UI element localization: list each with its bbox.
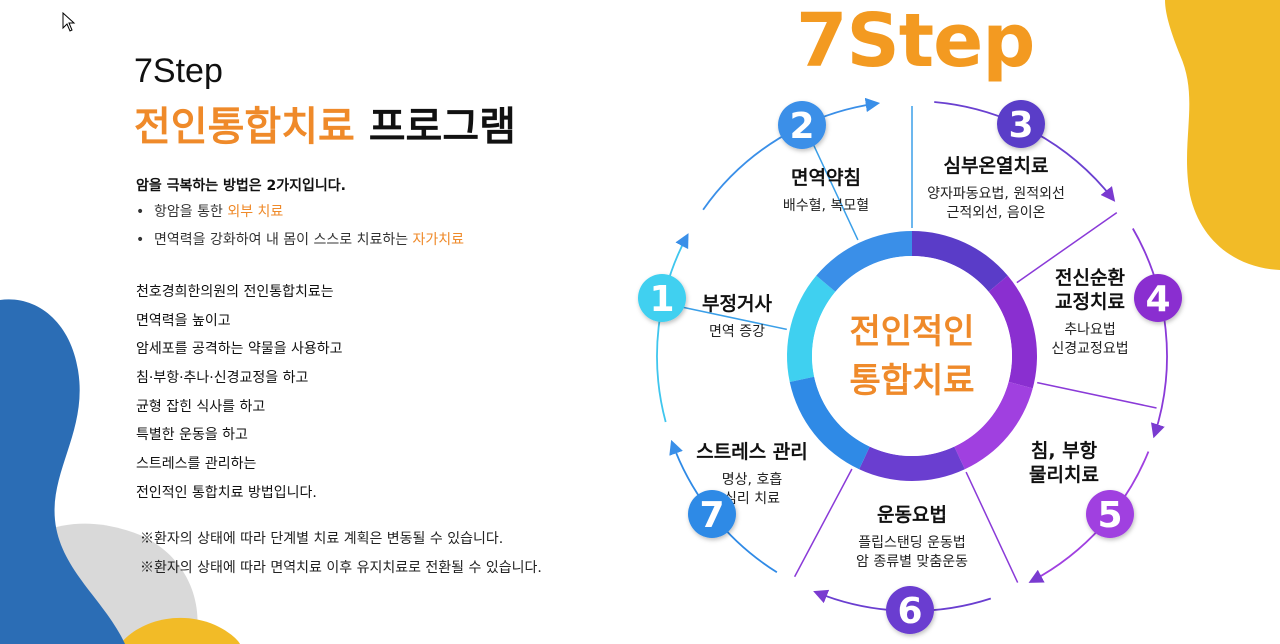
yellow-blob-top-right bbox=[1165, 0, 1280, 270]
step-number-badge bbox=[886, 586, 934, 634]
center-ring bbox=[787, 231, 1037, 481]
center-circle bbox=[812, 256, 1012, 456]
step-title: 전신순환 bbox=[1055, 267, 1125, 289]
step-number-badge bbox=[1086, 490, 1134, 538]
ring-segment bbox=[954, 381, 1033, 470]
step-subtitle: 면역 증강 bbox=[709, 324, 765, 340]
center-text-line2: 통합치료 bbox=[849, 361, 974, 401]
step-title: 스트레스 관리 bbox=[696, 441, 808, 463]
wedge-divider bbox=[1037, 381, 1157, 409]
wedge-divider bbox=[667, 303, 787, 331]
step-title: 운동요법 bbox=[877, 504, 947, 526]
notes: ※환자의 상태에 따라 단계별 치료 계획은 변동될 수 있습니다. ※환자의 … bbox=[140, 530, 542, 588]
diagram-big-title: 7Step bbox=[796, 0, 1035, 84]
intro-lead: 암을 극복하는 방법은 2가지입니다. bbox=[136, 178, 347, 194]
step-number: 6 bbox=[897, 591, 922, 632]
step-subtitle: 신경교정요법 bbox=[1051, 341, 1128, 357]
bullet-item: •항암을 통한 외부 치료 bbox=[136, 204, 284, 220]
description-line: 침·부항·추나·신경교정을 하고 bbox=[136, 370, 309, 387]
bullet-item: •면역력을 강화하여 내 몸이 스스로 치료하는 자가치료 bbox=[136, 232, 465, 248]
description-line: 면역력을 높이고 bbox=[136, 312, 231, 329]
step-number-badge bbox=[688, 490, 736, 538]
blue-blob-left bbox=[0, 299, 125, 644]
step-title: 면역약침 bbox=[791, 167, 861, 189]
step-title: 침, 부항 bbox=[1031, 440, 1098, 462]
step-badges: 1 2 3 4 5 6 7 bbox=[638, 100, 1182, 634]
ring-segment bbox=[988, 275, 1037, 389]
step-title: 부정거사 bbox=[702, 293, 772, 315]
step-number-badge bbox=[1134, 274, 1182, 322]
step-number-badge bbox=[778, 101, 826, 149]
step-number: 5 bbox=[1097, 495, 1122, 536]
outer-connector-lines bbox=[656, 97, 1168, 612]
step-number: 7 bbox=[699, 495, 724, 536]
yellow-blob-bottom-left bbox=[120, 617, 240, 644]
wedge-divider bbox=[805, 129, 859, 241]
step-number: 4 bbox=[1145, 279, 1170, 320]
ring-segment bbox=[859, 446, 965, 481]
step-number: 2 bbox=[789, 106, 814, 147]
step-number: 3 bbox=[1008, 105, 1033, 146]
step-number-badge bbox=[997, 100, 1045, 148]
step-subtitle: 양자파동요법, 원적외선 bbox=[927, 186, 1065, 202]
intro-bullets: •항암을 통한 외부 치료 •면역력을 강화하여 내 몸이 스스로 치료하는 자… bbox=[136, 202, 464, 258]
note-line: ※환자의 상태에 따라 면역치료 이후 유지치료로 전환될 수 있습니다. bbox=[140, 560, 542, 576]
description: 천호경희한의원의 전인통합치료는 면역력을 높이고 암세포를 공격하는 약물을 … bbox=[136, 282, 343, 512]
title-7step: 7Step bbox=[134, 52, 223, 90]
description-line: 전인적인 통합치료 방법입니다. bbox=[136, 484, 317, 501]
note-line: ※환자의 상태에 따라 단계별 치료 계획은 변동될 수 있습니다. bbox=[140, 531, 504, 547]
step-title: 교정치료 bbox=[1055, 291, 1125, 313]
wedge-divider bbox=[1016, 211, 1118, 284]
step-number-badge bbox=[638, 274, 686, 322]
step-arrow-arc bbox=[702, 97, 881, 211]
mouse-cursor-icon bbox=[62, 12, 76, 32]
step-subtitle: 암 종류별 맞춤운동 bbox=[856, 554, 968, 570]
ring-segment bbox=[789, 376, 870, 470]
step-arrow-arc bbox=[1132, 228, 1168, 439]
step-subtitle: 추나요법 bbox=[1064, 322, 1116, 338]
center-text-line1: 전인적인 bbox=[849, 312, 974, 352]
description-line: 스트레스를 관리하는 bbox=[136, 456, 257, 473]
ring-segment bbox=[816, 231, 912, 292]
wedge-divider bbox=[793, 468, 853, 578]
description-line: 균형 잡힌 식사를 하고 bbox=[136, 398, 266, 415]
step-subtitle: 플립스탠딩 운동법 bbox=[858, 535, 966, 551]
step-subtitle: 심리 치료 bbox=[724, 491, 780, 507]
step-subtitle: 근적외선, 음이온 bbox=[946, 205, 1045, 221]
step-subtitle: 명상, 호흡 bbox=[722, 472, 783, 488]
step-title: 물리치료 bbox=[1029, 464, 1099, 486]
ring-segment bbox=[912, 231, 1008, 292]
step-subtitle: 배수혈, 복모혈 bbox=[783, 198, 869, 214]
step-title: 심부온열치료 bbox=[944, 155, 1049, 177]
description-line: 천호경희한의원의 전인통합치료는 bbox=[136, 284, 334, 300]
step-number: 1 bbox=[649, 279, 674, 320]
page-title: 전인통합치료 프로그램 bbox=[134, 94, 516, 152]
title-orange-part: 전인통합치료 bbox=[134, 104, 355, 150]
step-arrow-arc bbox=[656, 233, 689, 423]
wedge-divider bbox=[965, 471, 1019, 583]
title-black-part: 프로그램 bbox=[368, 104, 516, 150]
ring-segment bbox=[787, 275, 836, 382]
description-line: 특별한 운동을 하고 bbox=[136, 427, 248, 444]
description-line: 암세포를 공격하는 약물을 사용하고 bbox=[136, 341, 343, 358]
